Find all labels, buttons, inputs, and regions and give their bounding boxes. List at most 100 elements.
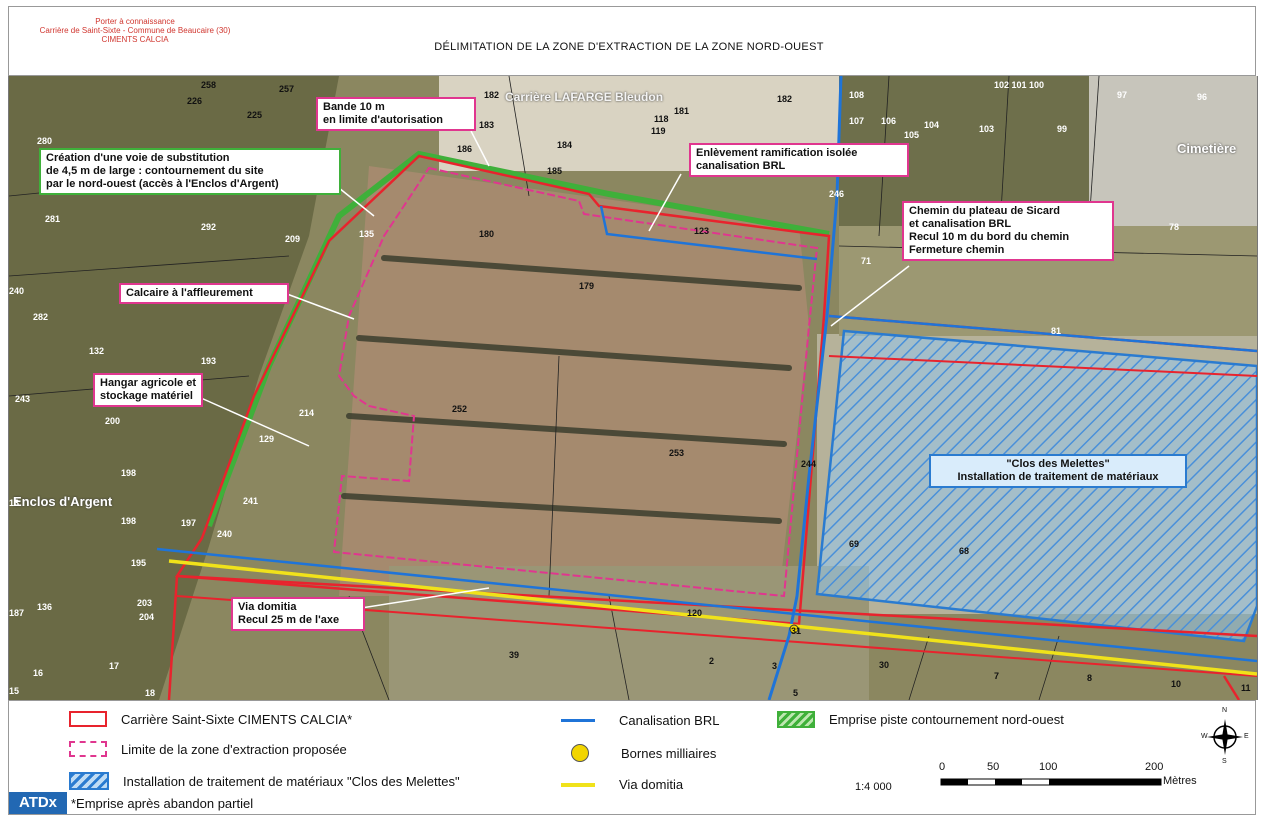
map-title: DÉLIMITATION DE LA ZONE D'EXTRACTION DE … xyxy=(434,41,824,53)
parcel-number: 257 xyxy=(279,84,295,94)
scale-bar: 0 50 100 200 Mètres xyxy=(939,761,1219,801)
callout-line: Enlèvement ramification isolée xyxy=(696,147,858,159)
map-graphics xyxy=(9,76,1257,700)
callout-chemin-sicard: Chemin du plateau de Sicard et canalisat… xyxy=(902,201,1114,261)
header-line: Porter à connaissance xyxy=(95,17,175,26)
parcel-number: 179 xyxy=(579,281,595,291)
callout-line: Recul 10 m du bord du chemin xyxy=(909,231,1070,243)
parcel-number: 197 xyxy=(181,518,197,528)
parcel-number: 11 xyxy=(1241,683,1251,693)
parcel-number: 10 xyxy=(1171,679,1182,689)
parcel-number: 3 xyxy=(772,661,778,671)
legend-item-canalisation: Canalisation BRL xyxy=(561,713,719,728)
callout-voie-substitution: Création d'une voie de substitution de 4… xyxy=(39,148,341,195)
cemetery-label: Cimetière xyxy=(1177,141,1237,156)
parcel-number: 132 xyxy=(89,346,105,356)
parcel-number: 118 xyxy=(654,114,669,124)
parcel-number: 102 101 100 xyxy=(994,80,1045,90)
legend-swatch xyxy=(69,741,107,757)
parcel-number: 96 xyxy=(1197,92,1208,102)
scale-unit: Mètres xyxy=(1163,775,1197,787)
callout-bande-10m: Bande 10 m en limite d'autorisation xyxy=(316,97,476,131)
parcel-number: 204 xyxy=(139,612,155,622)
parcel-number: 200 xyxy=(105,416,121,426)
parcel-number: 240 xyxy=(9,286,25,296)
callout-line: canalisation BRL xyxy=(696,160,786,172)
parcel-number: 13 xyxy=(9,498,20,508)
parcel-number: 5 xyxy=(793,688,799,698)
compass-rose-icon: N S E W xyxy=(1201,707,1249,767)
legend-item-installation: Installation de traitement de matériaux … xyxy=(69,772,460,790)
bornes-icon xyxy=(571,744,589,762)
callout-line: Via domitia xyxy=(238,601,297,613)
legend-swatch xyxy=(69,772,109,790)
scale-tick: 200 xyxy=(1145,761,1164,773)
parcel-number: 282 xyxy=(33,312,49,322)
legend-swatch xyxy=(777,711,815,728)
parcel-number: 7 xyxy=(994,671,1000,681)
legend-item-carriere: Carrière Saint-Sixte CIMENTS CALCIA* xyxy=(69,711,352,727)
parcel-number: 31 xyxy=(791,626,802,636)
parcel-number: 185 xyxy=(547,166,563,176)
callout-line: en limite d'autorisation xyxy=(323,114,443,126)
parcel-number: 68 xyxy=(959,546,970,556)
compass-west: W xyxy=(1201,733,1208,740)
parcel-number: 8 xyxy=(1087,673,1093,683)
parcel-number: 203 xyxy=(137,598,153,608)
parcel-number: 106 xyxy=(881,116,897,126)
parcel-number: 184 xyxy=(557,140,573,150)
callout-line: par le nord-ouest (accès à l'Enclos d'Ar… xyxy=(46,178,279,190)
compass-south: S xyxy=(1222,758,1227,765)
aerial-map[interactable]: Carrière LAFARGE Bleudon Cimetière Enclo… xyxy=(8,76,1258,700)
atdx-logo: ATDx xyxy=(9,792,67,814)
parcel-number: 71 xyxy=(861,256,872,266)
callout-calcaire: Calcaire à l'affleurement xyxy=(119,283,289,304)
parcel-number: 105 xyxy=(904,130,920,140)
parcel-number: 2 xyxy=(709,656,715,666)
parcel-number: 181 xyxy=(674,106,690,116)
parcel-number: 18 xyxy=(145,688,156,698)
parcel-number: 120 xyxy=(687,608,703,618)
parcel-number: 198 xyxy=(121,516,137,526)
parcel-number: 193 xyxy=(201,356,217,366)
callout-line: Hangar agricole et xyxy=(100,377,196,389)
legend-item-limite: Limite de la zone d'extraction proposée xyxy=(69,741,347,757)
parcel-number: 123 xyxy=(694,226,710,236)
callout-hangar: Hangar agricole et stockage matériel xyxy=(93,373,203,407)
legend-label: Carrière Saint-Sixte CIMENTS CALCIA* xyxy=(121,711,353,727)
legend-swatch xyxy=(561,719,595,722)
scale-tick: 100 xyxy=(1039,761,1058,773)
legend-item-bornes: Bornes milliaires xyxy=(571,744,716,762)
parcel-number: 187 xyxy=(9,608,25,618)
parcel-number: 186 xyxy=(457,144,473,154)
callout-line: Création d'une voie de substitution xyxy=(46,152,230,164)
callout-line: Bande 10 m xyxy=(323,101,385,113)
callout-line: "Clos des Melettes" xyxy=(1006,458,1110,470)
parcel-number: 129 xyxy=(259,434,275,444)
callout-clos-melettes: "Clos des Melettes" Installation de trai… xyxy=(929,454,1187,488)
parcel-number: 195 xyxy=(131,558,147,568)
footnote: *Emprise après abandon partiel xyxy=(71,796,254,811)
parcel-number: 119 xyxy=(651,126,666,136)
parcel-number: 209 xyxy=(285,234,301,244)
parcel-number: 226 xyxy=(187,96,203,106)
parcel-number: 246 xyxy=(829,189,845,199)
legend-label: Bornes milliaires xyxy=(621,745,717,761)
scale-ratio: 1:4 000 xyxy=(855,781,892,793)
header-project-info: Porter à connaissance Carrière de Saint-… xyxy=(15,17,255,44)
parcel-number: 180 xyxy=(479,229,495,239)
map-header: Porter à connaissance Carrière de Saint-… xyxy=(8,6,1256,76)
legend-label: Via domitia xyxy=(619,777,684,792)
header-line: Carrière de Saint-Sixte - Commune de Bea… xyxy=(39,26,231,35)
callout-line: Calcaire à l'affleurement xyxy=(126,287,253,299)
parcel-number: 69 xyxy=(849,539,860,549)
parcel-number: 182 xyxy=(777,94,793,104)
parcel-number: 182 xyxy=(484,90,500,100)
parcel-number: 225 xyxy=(247,110,263,120)
parcel-number: 108 xyxy=(849,90,865,100)
scale-tick: 0 xyxy=(939,761,946,773)
legend-label: Canalisation BRL xyxy=(619,713,720,728)
callout-line: stockage matériel xyxy=(100,390,193,402)
legend-swatch xyxy=(561,782,595,787)
parcel-number: 252 xyxy=(452,404,468,414)
